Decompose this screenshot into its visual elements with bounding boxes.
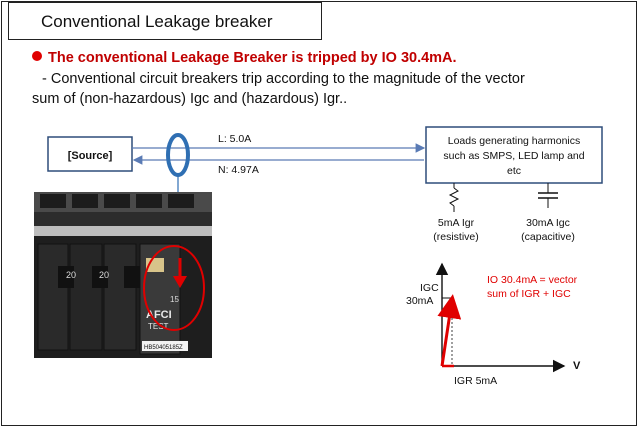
capacitor-icon <box>538 183 558 208</box>
ct-ring-icon <box>166 133 190 177</box>
description-line-1: - Conventional circuit breakers trip acc… <box>42 71 525 87</box>
breaker-number-1: 20 <box>66 270 76 280</box>
load-label-3: etc <box>507 165 521 177</box>
title-box: Conventional Leakage breaker <box>8 2 322 40</box>
resultant-vector <box>437 294 462 367</box>
highlight-circle <box>143 245 205 331</box>
slide-title: Conventional Leakage breaker <box>41 12 273 31</box>
load-label-1: Loads generating harmonics <box>448 135 581 147</box>
breaker-number-2: 20 <box>99 270 109 280</box>
source-box: [Source] <box>47 136 133 172</box>
result-label-1: IO 30.4mA = vector <box>487 274 578 286</box>
line-L: L: 5.0A <box>132 133 426 153</box>
breaker-panel-photo: 20 20 15 AFCI TEST HB50405185Z <box>34 192 212 358</box>
line-L-label: L: 5.0A <box>218 133 251 145</box>
y-axis-label: IGC <box>420 282 439 294</box>
capacitor-type: (capacitive) <box>521 231 575 243</box>
resistor-icon <box>448 183 460 212</box>
resistor-value: 5mA Igr <box>438 217 475 229</box>
line-N-label: N: 4.97A <box>218 164 259 176</box>
trip-arrow-icon <box>173 276 187 288</box>
bullet-icon <box>32 51 42 61</box>
capacitor-value: 30mA Igc <box>526 217 570 229</box>
x-axis-label: V <box>573 360 581 372</box>
serial-label: HB50405185Z <box>144 345 183 351</box>
description-line-2: sum of (non-hazardous) Igc and (hazardou… <box>32 91 348 107</box>
breaker-number-3: 15 <box>170 295 179 304</box>
load-label-2: such as SMPS, LED lamp and <box>443 150 584 162</box>
description: - Conventional circuit breakers trip acc… <box>32 69 632 109</box>
source-label: [Source] <box>68 150 113 162</box>
y-value-label: 30mA <box>406 295 433 307</box>
x-value-label: IGR 5mA <box>454 375 497 387</box>
line-N: N: 4.97A <box>132 155 424 176</box>
headline: The conventional Leakage Breaker is trip… <box>32 50 457 66</box>
load-box: Loads generating harmonics such as SMPS,… <box>425 126 603 184</box>
vector-diagram: IGC 30mA V IGR 5mA IO 30.4mA = vector su… <box>406 262 581 387</box>
test-label: TEST <box>148 322 169 331</box>
resistor-type: (resistive) <box>433 231 479 243</box>
headline-text: The conventional Leakage Breaker is trip… <box>48 50 457 66</box>
result-label-2: sum of IGR + IGC <box>487 288 571 300</box>
